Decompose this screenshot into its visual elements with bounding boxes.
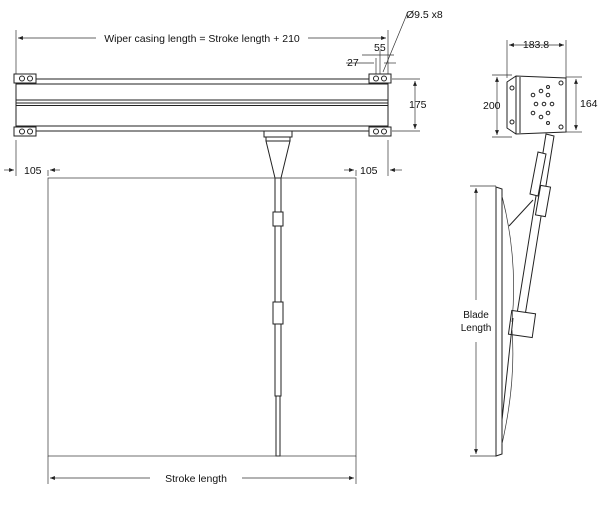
- dim-105-left-label: 105: [24, 165, 42, 177]
- dim-183-8: 183.8: [506, 39, 567, 78]
- dim-55: 55: [362, 42, 394, 78]
- blade-length-label-line2: Length: [461, 323, 492, 334]
- dim-27-label: 27: [347, 57, 359, 69]
- dim-175-label: 175: [409, 99, 427, 111]
- wiper-blade: [495, 186, 514, 457]
- casing-end-profile: [506, 75, 567, 135]
- dim-105-left: 105: [4, 140, 60, 177]
- dim-200-label: 200: [483, 100, 501, 112]
- dim-183-8-label: 183.8: [523, 39, 549, 51]
- hole-spec-callout: Ø9.5 x8: [382, 9, 443, 73]
- dim-175: 175: [392, 78, 427, 132]
- stroke-length-dimension: Stroke length: [47, 456, 357, 485]
- front-view: Wiper casing length = Stroke length + 21…: [4, 9, 443, 485]
- casing-length-dimension: Wiper casing length = Stroke length + 21…: [15, 30, 389, 80]
- dim-200: 200: [483, 74, 512, 138]
- dim-164-label: 164: [580, 98, 598, 110]
- dim-105-right: 105: [344, 140, 402, 177]
- blade-length-label-line1: Blade: [463, 310, 489, 321]
- dim-55-label: 55: [374, 42, 386, 54]
- wiper-arm: [501, 133, 555, 421]
- hole-spec-label: Ø9.5 x8: [406, 9, 443, 21]
- wiped-area: [47, 177, 357, 457]
- wiper-casing: [13, 73, 392, 137]
- dim-105-right-label: 105: [360, 165, 378, 177]
- blade-carriage: [263, 130, 293, 457]
- side-view: 183.8 200 164: [461, 39, 598, 457]
- dim-164: 164: [566, 76, 598, 133]
- casing-length-label: Wiper casing length = Stroke length + 21…: [104, 33, 300, 45]
- blade-length-dimension: Blade Length: [461, 185, 496, 457]
- stroke-length-label: Stroke length: [165, 473, 227, 485]
